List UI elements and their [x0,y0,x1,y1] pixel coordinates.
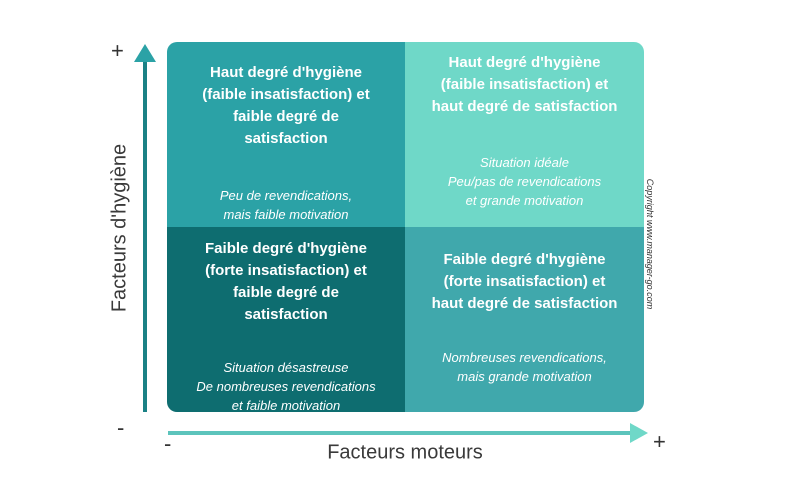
x-axis-label: Facteurs moteurs [327,441,483,464]
quadrant-top-left-description: Peu de revendications, mais faible motiv… [181,186,391,224]
quadrant-bottom-right: Faible degré d'hygiène (forte insatisfac… [405,227,644,412]
quadrant-top-right: Haut degré d'hygiène (faible insatisfact… [405,42,644,227]
quadrant-top-right-description: Situation idéale Peu/pas de revendicatio… [420,153,630,210]
y-axis-plus-sign: + [111,38,124,63]
description-line: Nombreuses revendications, [442,350,607,365]
description-line: Situation désastreuse [223,360,349,375]
quadrant-top-left-title: Haut degré d'hygiène (faible insatisfact… [202,64,370,147]
x-axis-arrowhead [630,423,648,443]
quadrant-bottom-right-title: Faible degré d'hygiène (forte insatisfac… [431,251,618,312]
description-line: mais grande motivation [457,369,592,384]
quadrant-grid: Haut degré d'hygiène (faible insatisfact… [167,42,644,412]
quadrant-bottom-right-description: Nombreuses revendications, mais grande m… [420,348,630,386]
y-axis-label: Facteurs d'hygiène [108,143,131,313]
quadrant-top-right-title: Haut degré d'hygiène (faible insatisfact… [431,54,618,115]
quadrant-bottom-left-title: Faible degré d'hygiène (forte insatisfac… [205,240,367,323]
x-axis-minus-sign: - [164,431,172,456]
copyright-notice: Copyright www.manager-go.com [645,178,655,310]
y-axis-minus-sign: - [117,415,125,440]
description-line: mais faible motivation [223,207,349,222]
y-axis-arrowhead [134,44,156,62]
description-line: Situation idéale [480,155,569,170]
description-line: et grande motivation [465,193,584,208]
quadrant-bottom-left: Faible degré d'hygiène (forte insatisfac… [167,227,405,412]
quadrant-top-left: Haut degré d'hygiène (faible insatisfact… [167,42,405,227]
description-line: De nombreuses revendications [196,379,376,394]
description-line: Peu de revendications, [219,188,353,203]
description-line: et faible motivation [231,398,341,412]
x-axis-plus-sign: + [653,429,666,454]
description-line: Peu/pas de revendications [447,174,602,189]
quadrant-bottom-left-description: Situation désastreuse De nombreuses reve… [181,358,391,412]
